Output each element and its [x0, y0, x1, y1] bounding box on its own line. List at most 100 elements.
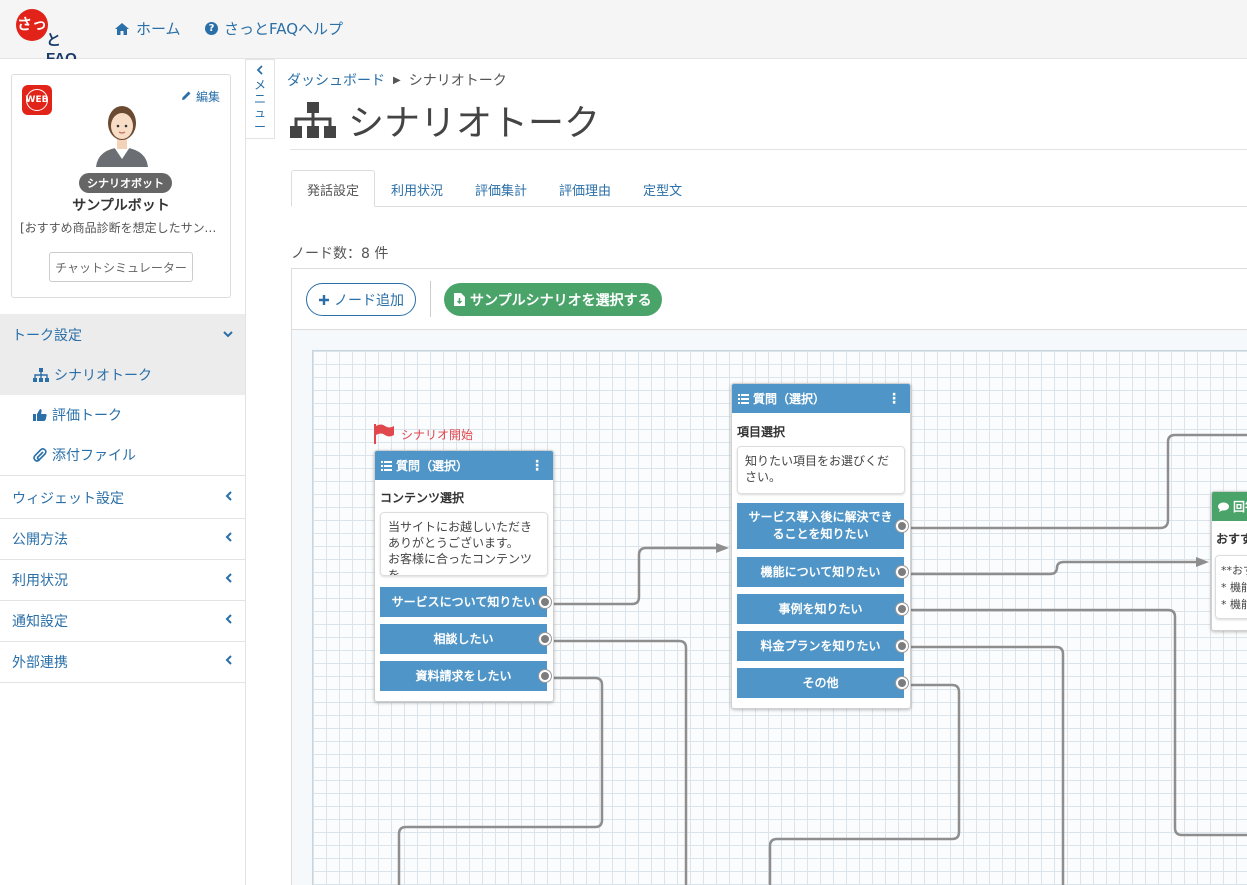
node-header[interactable]: 回答	[1212, 492, 1247, 521]
node-content-selection[interactable]: 質問（選択） ⋮ コンテンツ選択 当サイトにお越しいただきありがとうございます。…	[374, 450, 554, 702]
node-answer[interactable]: 回答 おすす **おす * 機能 * 機能	[1211, 491, 1247, 631]
sidebar-item-publish-method[interactable]: 公開方法	[0, 518, 245, 560]
list-icon	[738, 393, 749, 404]
web-badge-label: WEB	[26, 89, 48, 111]
caret-right-icon: ▶	[393, 74, 401, 86]
paperclip-icon	[33, 448, 47, 462]
menu-toggle-label: メニュー	[253, 78, 266, 134]
start-label-text: シナリオ開始	[401, 427, 474, 442]
node-header[interactable]: 質問（選択） ⋮	[375, 451, 553, 480]
scenario-start-marker: シナリオ開始	[373, 424, 473, 444]
output-port[interactable]	[896, 520, 908, 532]
tab-rating-summary[interactable]: 評価集計	[475, 184, 528, 199]
node-type-label: 回答	[1233, 500, 1247, 514]
nav-help-link[interactable]: ? さっとFAQヘルプ	[205, 18, 343, 39]
node-title: 項目選択	[737, 425, 786, 439]
list-icon	[381, 460, 392, 471]
option-cases[interactable]: 事例を知りたい	[737, 594, 904, 624]
bot-avatar	[96, 106, 148, 167]
edit-label: 編集	[195, 90, 220, 104]
plus-icon	[319, 294, 329, 305]
sidebar-item-label: 評価トーク	[52, 408, 122, 424]
breadcrumb-dashboard-link[interactable]: ダッシュボード	[287, 73, 385, 89]
flag-icon	[374, 424, 394, 444]
option-service-info[interactable]: サービスについて知りたい	[380, 587, 547, 617]
tab-rating-reasons[interactable]: 評価理由	[559, 184, 612, 199]
tab-utterance-settings[interactable]: 発話設定	[291, 170, 376, 207]
menu-collapse-toggle[interactable]: メニュー	[246, 59, 275, 139]
nav-home-link[interactable]: ホーム	[114, 18, 181, 39]
bot-profile-card: WEB 編集 シナリオボット サンプルボット [おすすめ商品診断を想定したサンプ…	[11, 74, 231, 298]
comment-icon	[1218, 502, 1229, 512]
sitemap-icon	[33, 368, 49, 382]
select-sample-scenario-button[interactable]: サンプルシナリオを選択する	[444, 283, 662, 316]
sidebar-item-label: 利用状況	[12, 572, 68, 589]
tab-usage[interactable]: 利用状況	[391, 184, 444, 199]
output-port[interactable]	[896, 603, 908, 615]
node-message: **おす * 機能 * 機能	[1215, 555, 1247, 619]
answer-line: * 機能	[1221, 581, 1247, 594]
app-logo[interactable]: さっ とFAQ	[16, 9, 82, 67]
node-title: コンテンツ選択	[380, 491, 465, 505]
thumbs-up-icon	[33, 409, 47, 421]
output-port[interactable]	[896, 566, 908, 578]
tab-templates[interactable]: 定型文	[643, 184, 683, 199]
node-type-label: 質問（選択）	[396, 459, 469, 473]
answer-line: **おす	[1221, 564, 1247, 577]
toolbar-divider	[430, 281, 431, 317]
option-consult[interactable]: 相談したい	[380, 624, 547, 654]
talk-settings-label: トーク設定	[12, 327, 82, 344]
answer-line: * 機能	[1221, 598, 1247, 611]
sidebar-item-scenario-talk[interactable]: シナリオトーク	[0, 355, 245, 395]
sidebar-item-widget-settings[interactable]: ウィジェット設定	[0, 477, 245, 519]
more-vertical-icon[interactable]: ⋮	[530, 457, 544, 474]
sidebar: WEB 編集 シナリオボット サンプルボット [おすすめ商品診断を想定したサンプ…	[0, 59, 246, 885]
page-title: シナリオトーク	[290, 94, 600, 146]
bot-description: [おすすめ商品診断を想定したサンプル	[20, 221, 229, 235]
output-port[interactable]	[539, 670, 551, 682]
sidebar-item-rating-talk[interactable]: 評価トーク	[0, 395, 245, 435]
tab-bar: 発話設定 利用状況 評価集計 評価理由 定型文	[291, 170, 1247, 207]
pencil-icon	[182, 91, 191, 100]
editor-toolbar: ノード追加 サンプルシナリオを選択する	[292, 269, 1247, 330]
node-header[interactable]: 質問（選択） ⋮	[732, 384, 910, 413]
edit-bot-link[interactable]: 編集	[181, 88, 220, 105]
sidebar-item-label: 通知設定	[12, 613, 68, 630]
sidebar-item-label: シナリオトーク	[54, 368, 152, 384]
add-node-button[interactable]: ノード追加	[306, 283, 416, 316]
option-post-adoption[interactable]: サービス導入後に解決できることを知りたい	[737, 503, 904, 549]
output-port[interactable]	[896, 677, 908, 689]
logo-mark: さっ	[16, 9, 48, 41]
breadcrumb-current: シナリオトーク	[408, 73, 507, 89]
file-download-icon	[454, 293, 465, 306]
chat-simulator-button[interactable]: チャットシミュレーター	[49, 252, 193, 282]
output-port[interactable]	[539, 633, 551, 645]
node-message: 当サイトにお越しいただきありがとうございます。 お客様に合ったコンテンツを…	[380, 512, 548, 576]
sidebar-item-integrations[interactable]: 外部連携	[0, 641, 245, 683]
chevron-left-icon	[225, 531, 233, 546]
more-vertical-icon[interactable]: ⋮	[887, 390, 901, 407]
sidebar-item-notifications[interactable]: 通知設定	[0, 600, 245, 642]
option-other[interactable]: その他	[737, 668, 904, 698]
chevron-left-icon	[225, 572, 233, 587]
sidebar-item-label: 添付ファイル	[52, 448, 136, 464]
sidebar-item-label: ウィジェット設定	[12, 490, 124, 507]
option-features[interactable]: 機能について知りたい	[737, 557, 904, 587]
output-port[interactable]	[539, 596, 551, 608]
chevron-left-icon	[225, 490, 233, 505]
nav-help-label: さっとFAQヘルプ	[224, 20, 344, 38]
page-title-text: シナリオトーク	[348, 103, 601, 144]
node-message: 知りたい項目をお選びください。	[737, 446, 905, 494]
question-circle-icon: ?	[205, 22, 218, 35]
sidebar-item-attachments[interactable]: 添付ファイル	[0, 435, 245, 475]
talk-settings-toggle[interactable]: トーク設定	[0, 314, 245, 355]
sidebar-item-usage[interactable]: 利用状況	[0, 559, 245, 601]
node-title: おすす	[1216, 532, 1247, 546]
option-request-docs[interactable]: 資料請求をしたい	[380, 661, 547, 691]
add-node-label: ノード追加	[334, 292, 404, 309]
option-pricing[interactable]: 料金プランを知りたい	[737, 631, 904, 661]
top-navbar: さっ とFAQ ホーム ? さっとFAQヘルプ	[0, 0, 1247, 67]
output-port[interactable]	[896, 640, 908, 652]
title-divider	[290, 149, 1247, 150]
chevron-down-icon	[223, 327, 233, 342]
